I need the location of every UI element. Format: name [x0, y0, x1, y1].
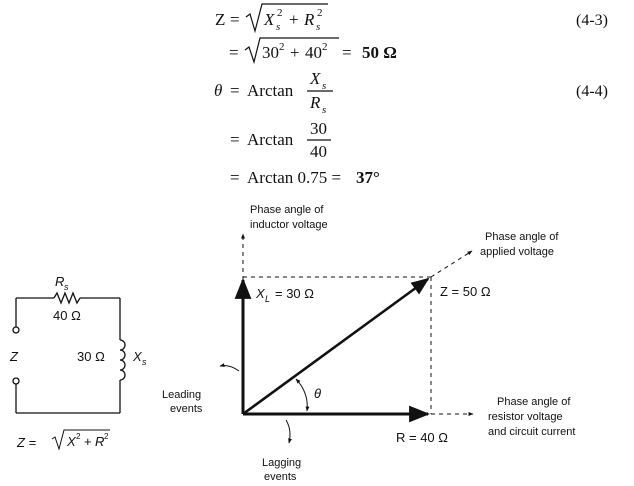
eq1-equals: =	[230, 10, 240, 29]
theta-arc	[295, 378, 310, 412]
eq2-equals-2: =	[342, 43, 352, 62]
lagging-arrow	[285, 419, 292, 444]
eq4-den: 40	[310, 142, 327, 161]
resistor-value: 40 Ω	[53, 308, 81, 323]
inductor-symbol	[119, 339, 126, 381]
eq3-num: X	[309, 69, 321, 88]
applied-phase-label-line1: Phase angle of	[485, 231, 559, 243]
resistor-symbol-sub: s	[64, 282, 69, 292]
theta-label: θ	[314, 386, 321, 401]
inductor-symbol-sub: s	[142, 357, 147, 367]
equation-4-4: θ = Arctan X s R s (4-4)	[214, 69, 608, 116]
inductor-symbol-label: X	[132, 349, 143, 364]
resistor-symbol	[53, 291, 81, 305]
eq3-lhs: θ	[214, 81, 222, 100]
eq1-number: (4-3)	[576, 12, 608, 29]
circuit-formula-radical	[51, 429, 110, 451]
circuit-formula-plus: +	[84, 434, 92, 449]
equation-value: = 30 2 + 40 2 = 50 Ω	[229, 37, 397, 65]
equations: Z = X s 2 + R s 2 (4-3) = 30 2 + 40 2	[214, 3, 608, 187]
eq3-num-sub: s	[322, 80, 326, 92]
circuit-formula-r: R	[95, 434, 104, 449]
lagging-label-line1: Lagging	[262, 457, 301, 469]
eq5-result: 37°	[356, 168, 380, 187]
leading-label-line2: events	[170, 403, 203, 415]
eq3-den-sub: s	[322, 104, 326, 116]
eq2-b-sup: 2	[322, 41, 328, 53]
z-value-label: Z = 50 Ω	[440, 284, 491, 299]
eq1-lhs: Z	[215, 10, 225, 29]
inductor-phase-label-line1: Phase angle of	[250, 204, 324, 216]
applied-phase-dashed-arrow	[430, 250, 473, 278]
resistor-symbol-label: R	[55, 274, 64, 289]
eq2-radical	[244, 37, 339, 65]
circuit-labels: R s 40 Ω Z 30 Ω X s Z = X 2 + R 2	[9, 274, 147, 451]
eq2-b: 40	[305, 43, 322, 62]
eq1-xs: X	[263, 10, 275, 29]
lagging-label-line2: events	[264, 471, 297, 483]
eq3-equals: =	[230, 81, 240, 100]
leading-arrow	[219, 363, 240, 372]
xl-value: = 30 Ω	[275, 286, 314, 301]
series-rl-circuit	[12, 291, 126, 414]
eq4-num: 30	[310, 119, 327, 138]
phasor-diagram: Phase angle of inductor voltage Phase an…	[162, 204, 575, 483]
eq4-equals: =	[230, 130, 240, 149]
inductor-value: 30 Ω	[77, 349, 105, 364]
resistor-phase-label-line2: resistor voltage	[488, 411, 563, 423]
circuit-formula-r-sup: 2	[104, 432, 109, 441]
eq1-rs: R	[303, 10, 315, 29]
eq5-expr: Arctan 0.75 =	[247, 168, 341, 187]
eq3-fn: Arctan	[247, 81, 294, 100]
eq1-radical	[245, 3, 328, 34]
eq5-equals: =	[230, 168, 240, 187]
impedance-terminal-label: Z	[9, 349, 19, 364]
r-value-label: R = 40 Ω	[396, 430, 448, 445]
eq1-rs-sub: s	[316, 21, 320, 33]
circuit-formula-x-sup: 2	[76, 432, 81, 441]
terminal-top	[12, 326, 20, 334]
eq1-xs-sub: s	[276, 21, 280, 33]
equation-4-3: Z = X s 2 + R s 2 (4-3)	[215, 3, 608, 34]
applied-phase-label-line2: applied voltage	[480, 246, 554, 258]
eq2-result: 50 Ω	[362, 43, 397, 62]
eq2-equals: =	[229, 43, 239, 62]
terminal-bottom	[12, 377, 20, 385]
equation-arctan-values: = Arctan 30 40	[230, 119, 331, 161]
eq1-rs-sup: 2	[317, 7, 323, 19]
inductor-phase-label-line2: inductor voltage	[250, 219, 328, 231]
eq2-a: 30	[262, 43, 279, 62]
xl-symbol-sub: L	[265, 294, 270, 304]
circuit-formula-lhs: Z =	[16, 435, 37, 450]
eq2-plus: +	[290, 43, 300, 62]
eq4-fn: Arctan	[247, 130, 294, 149]
leading-label-line1: Leading	[162, 389, 201, 401]
eq3-den: R	[309, 93, 321, 112]
resistor-phase-label-line3: and circuit current	[488, 426, 575, 438]
z-phasor	[242, 277, 430, 416]
xl-symbol: X	[255, 286, 266, 301]
eq3-number: (4-4)	[576, 83, 608, 100]
eq1-plus: +	[289, 10, 299, 29]
eq1-xs-sup: 2	[277, 7, 283, 19]
resistor-phase-label-line1: Phase angle of	[497, 396, 571, 408]
eq2-a-sup: 2	[279, 41, 285, 53]
circuit-formula-x: X	[66, 434, 77, 449]
equation-result: = Arctan 0.75 = 37°	[230, 168, 380, 187]
